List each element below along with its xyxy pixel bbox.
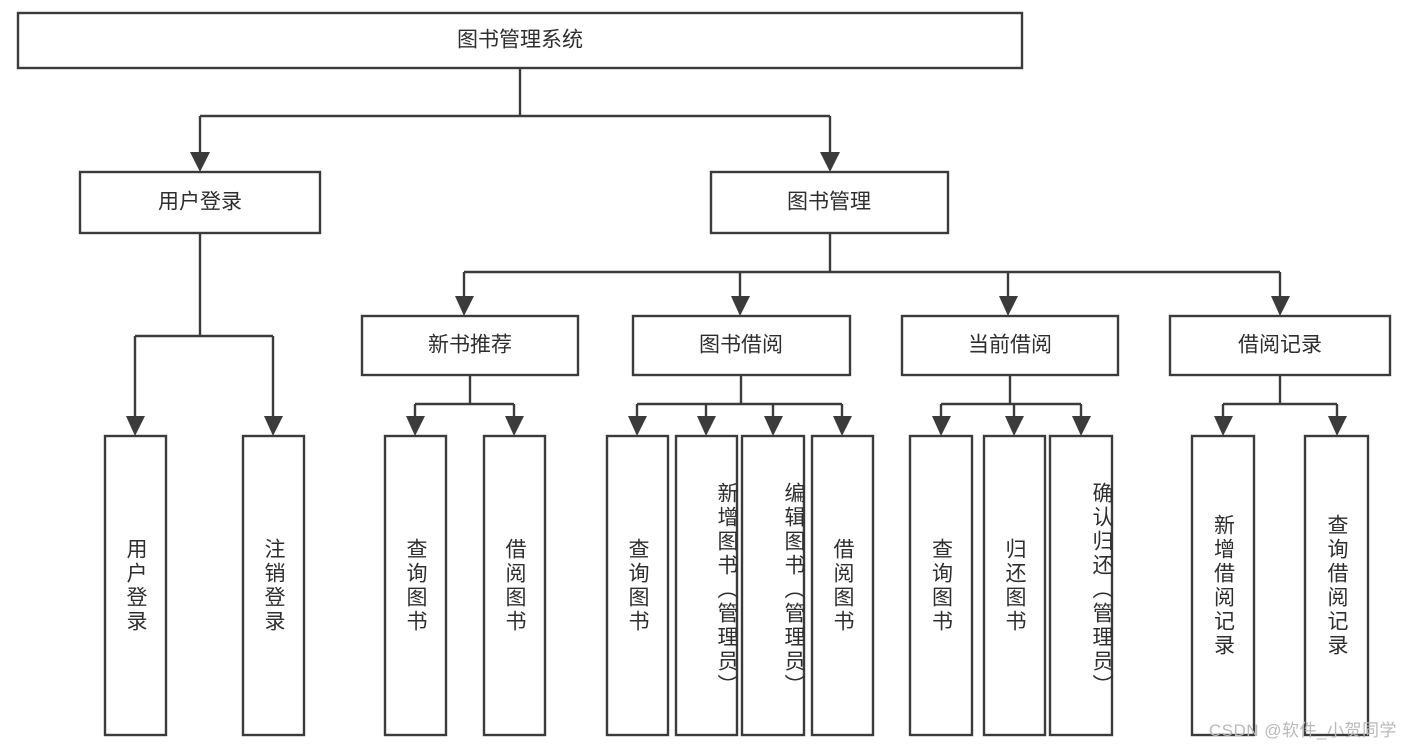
node-new-book-recommend-box[interactable] xyxy=(360,314,580,377)
arrowhead-leaf-query-record xyxy=(1328,416,1347,436)
arrowhead-new-book-recommend xyxy=(455,296,474,316)
node-new-book-recommend[interactable]: 新书推荐 xyxy=(360,314,580,377)
leaf-box-borrow-book-rec[interactable] xyxy=(482,434,547,737)
leaf-box-query-book-rec[interactable] xyxy=(383,434,448,737)
node-borrow-record-box[interactable] xyxy=(1168,314,1392,377)
arrowhead-leaf-query-book-cur xyxy=(932,416,951,436)
arrowhead-book-manage xyxy=(820,152,840,172)
leaf-box-edit-book[interactable] xyxy=(740,434,806,737)
arrowhead-borrow-record xyxy=(1271,296,1290,316)
arrowhead-leaf-query-book-rec xyxy=(406,416,425,436)
node-book-manage-box[interactable] xyxy=(709,170,950,235)
arrowhead-leaf-add-record xyxy=(1214,416,1233,436)
arrowhead-leaf-borrow-book-rec xyxy=(505,416,524,436)
leaf-box-query-book-cur[interactable] xyxy=(908,434,974,737)
node-book-manage-label: 图书管理 xyxy=(787,191,871,214)
connectors-current-borrow-to-leaves xyxy=(932,375,1091,436)
connectors-book-manage-to-level2 xyxy=(455,233,1290,316)
node-root-box[interactable] xyxy=(16,11,1024,70)
arrowhead-leaf-edit-book xyxy=(764,416,783,436)
node-borrow-record-label: 借阅记录 xyxy=(1238,334,1322,357)
leaf-box-return-book[interactable] xyxy=(982,434,1047,737)
leaf-box-query-book-borrow[interactable] xyxy=(605,434,670,737)
node-user-login-label: 用户登录 xyxy=(158,191,242,214)
leaf-boxes xyxy=(103,434,1370,737)
arrowhead-leaf-query-book-borrow xyxy=(628,416,647,436)
connectors-book-borrow-to-leaves xyxy=(628,375,852,436)
arrowhead-leaf-add-book xyxy=(697,416,716,436)
leaf-box-borrow-book[interactable] xyxy=(810,434,875,737)
node-book-borrow-box[interactable] xyxy=(631,314,852,377)
node-book-borrow-label: 图书借阅 xyxy=(699,334,783,357)
watermark: CSDN @软件_小贺同学 xyxy=(1208,721,1397,740)
leaf-box-add-book[interactable] xyxy=(674,434,739,737)
arrowhead-leaf-user-login xyxy=(126,416,145,436)
leaf-box-add-record[interactable] xyxy=(1190,434,1256,737)
leaf-box-query-record[interactable] xyxy=(1303,434,1370,737)
connectors-user-login-to-leaves xyxy=(126,233,283,436)
connectors-root-to-level1 xyxy=(190,68,840,172)
arrowhead-book-borrow xyxy=(731,296,750,316)
node-root-label: 图书管理系统 xyxy=(457,29,583,52)
arrowhead-user-login xyxy=(190,152,210,172)
connectors-borrow-record-to-leaves xyxy=(1214,375,1347,436)
connectors-new-book-recommend-to-leaves xyxy=(406,375,524,436)
node-user-login-box[interactable] xyxy=(78,170,322,235)
node-current-borrow[interactable]: 当前借阅 xyxy=(900,314,1120,377)
node-book-manage[interactable]: 图书管理 xyxy=(709,170,950,235)
arrowhead-leaf-user-logout xyxy=(264,416,283,436)
node-user-login[interactable]: 用户登录 xyxy=(78,170,322,235)
leaf-box-user-login[interactable] xyxy=(103,434,168,737)
leaf-box-confirm-return[interactable] xyxy=(1048,434,1114,737)
node-current-borrow-box[interactable] xyxy=(900,314,1120,377)
node-current-borrow-label: 当前借阅 xyxy=(968,334,1052,357)
arrowhead-leaf-confirm-return xyxy=(1072,416,1091,436)
node-new-book-recommend-label: 新书推荐 xyxy=(428,334,512,357)
leaf-box-user-logout[interactable] xyxy=(241,434,306,737)
arrowhead-leaf-return-book xyxy=(1005,416,1024,436)
node-book-borrow[interactable]: 图书借阅 xyxy=(631,314,852,377)
node-root[interactable]: 图书管理系统 xyxy=(16,11,1024,70)
node-borrow-record[interactable]: 借阅记录 xyxy=(1168,314,1392,377)
arrowhead-current-borrow xyxy=(999,296,1018,316)
arrowhead-leaf-borrow-book xyxy=(833,416,852,436)
